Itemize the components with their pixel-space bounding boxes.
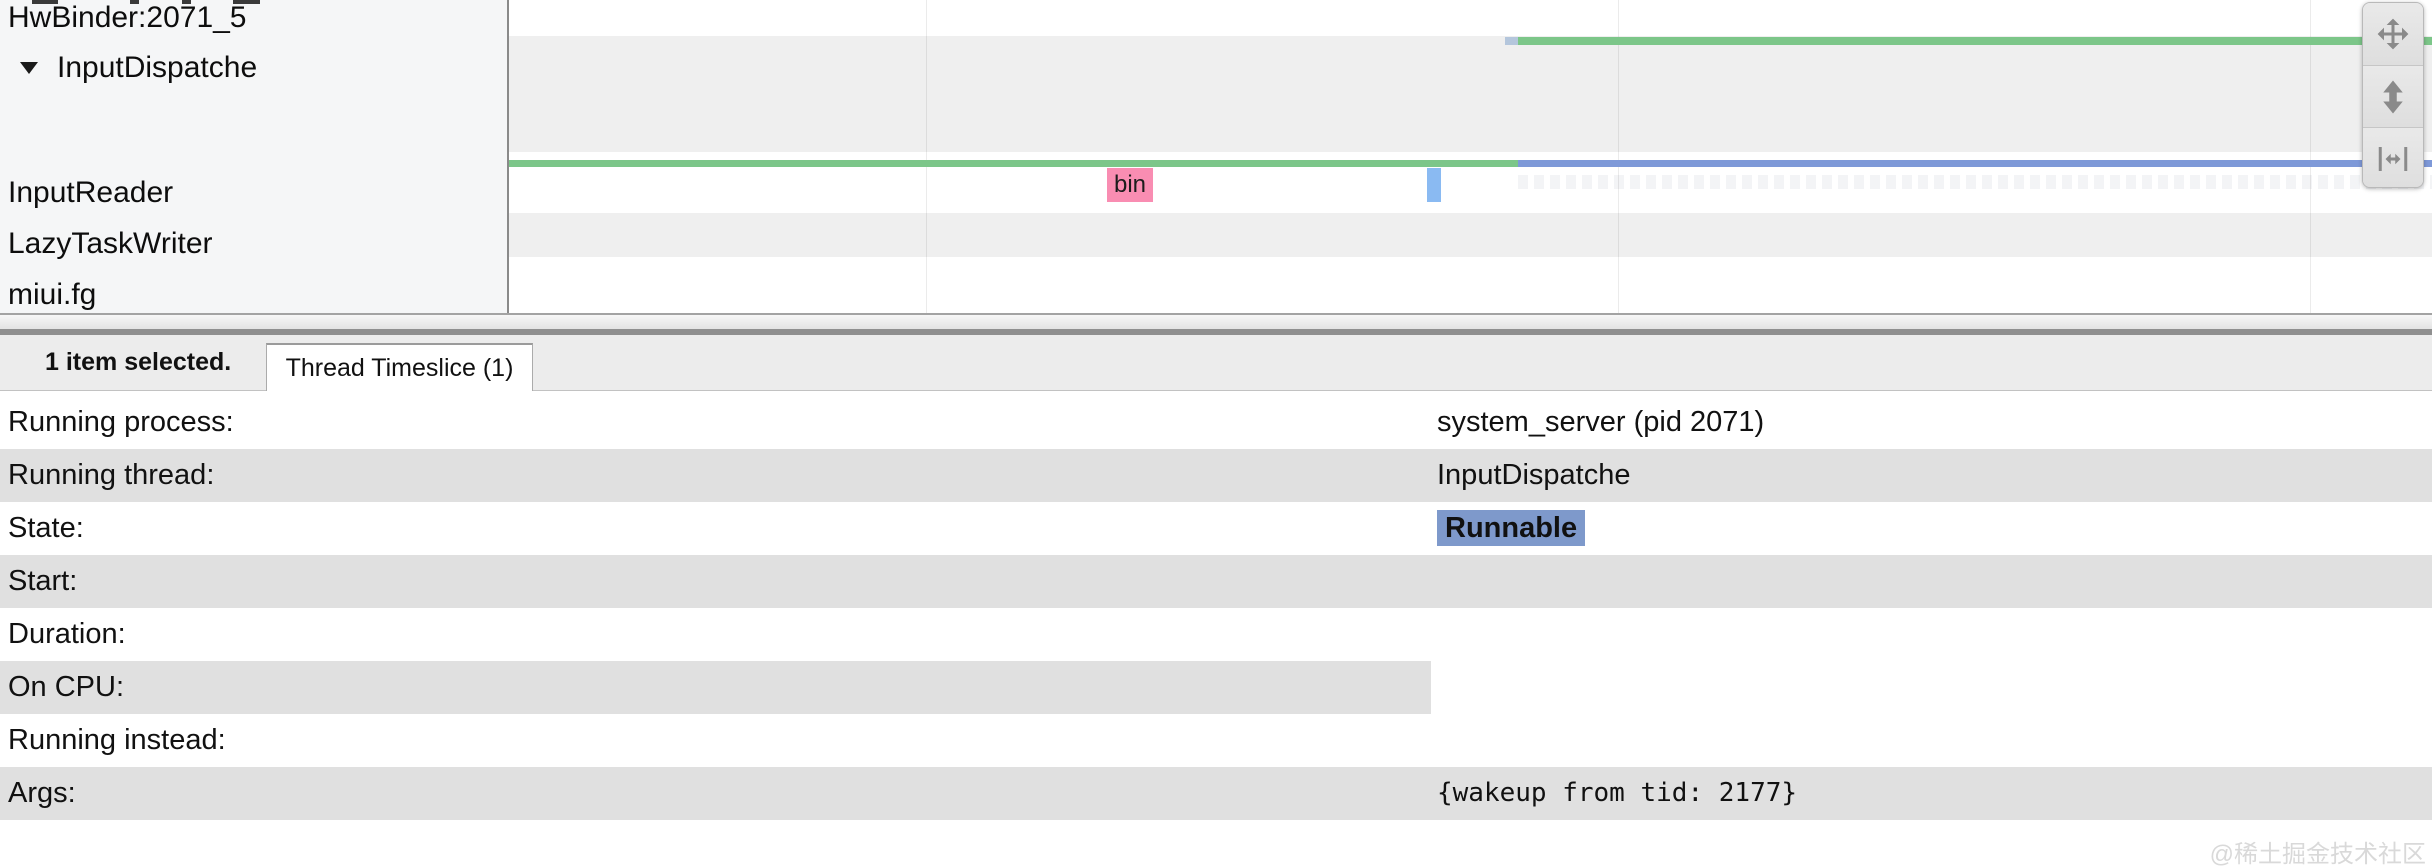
thread-label-inputdispatcher[interactable]: InputDispatche <box>57 51 258 84</box>
on-cpu-row-background <box>0 661 1431 714</box>
timeline-panel: bin HwBinder:2071_5 InputDispatche Input… <box>0 0 2432 313</box>
detail-label: Duration: <box>8 618 126 650</box>
detail-value: Runnable <box>1437 502 1586 555</box>
dispatcher-running-bar[interactable] <box>1518 37 2432 45</box>
clipped-row-fragment <box>182 0 191 4</box>
slice-bin-label: bin <box>1113 171 1147 198</box>
detail-label: Running instead: <box>8 724 226 756</box>
args-value: {wakeup from tid: 2177} <box>1437 778 1798 808</box>
detail-value: InputDispatche <box>1437 459 1631 491</box>
selected-thread-band <box>509 36 2432 152</box>
dispatcher-runnable-cap[interactable] <box>1505 37 1518 45</box>
detail-label: Start: <box>8 565 78 597</box>
detail-label: On CPU: <box>8 671 125 703</box>
pan-icon <box>2377 18 2409 50</box>
sidebar-divider <box>507 0 509 313</box>
detail-label: Running process: <box>8 406 234 438</box>
clipped-row-fragment <box>233 0 260 4</box>
detail-label: Running thread: <box>8 459 215 491</box>
thread-label-lazytaskwriter[interactable]: LazyTaskWriter <box>8 227 213 260</box>
detail-row-running-thread: Running thread: InputDispatche <box>0 449 2432 502</box>
tab-thread-timeslice[interactable]: Thread Timeslice (1) <box>266 343 533 391</box>
detail-row-state: State: Runnable <box>0 502 2432 555</box>
detail-label: Args: <box>8 777 76 809</box>
slice-bin[interactable]: bin <box>1107 168 1153 202</box>
wakeup-marker-bar[interactable] <box>1427 168 1441 202</box>
detail-label: State: <box>8 512 84 544</box>
watermark: @稀土掘金技术社区 <box>2209 841 2426 866</box>
thread-label-hwbinder[interactable]: HwBinder:2071_5 <box>8 1 247 34</box>
detail-row-running-process: Running process: system_server (pid 2071… <box>0 396 2432 449</box>
pan-button[interactable] <box>2363 3 2423 65</box>
thread-label-inputreader[interactable]: InputReader <box>8 176 174 209</box>
time-gridline <box>2310 0 2311 313</box>
timeline-bottom-border <box>0 313 2432 315</box>
detail-row-args: Args: {wakeup from tid: 2177} <box>0 767 2432 820</box>
vertical-zoom-button[interactable] <box>2363 65 2423 127</box>
status-bar-border <box>0 390 2432 391</box>
detail-row-start: Start: <box>0 555 2432 608</box>
clipped-row-fragment <box>130 0 139 4</box>
state-highlight: Runnable <box>1437 510 1586 546</box>
reader-runnable-bar[interactable] <box>1518 160 2432 167</box>
tab-label: Thread Timeslice (1) <box>285 353 514 382</box>
panel-drag-handle[interactable] <box>0 329 2432 335</box>
details-panel: Running process: system_server (pid 2071… <box>0 391 2432 866</box>
selection-status-text: 1 item selected. <box>45 348 232 376</box>
fit-width-icon <box>2378 146 2408 171</box>
triangle-down-icon[interactable] <box>20 62 38 74</box>
detail-row-duration: Duration: <box>0 608 2432 661</box>
timeline-zoom-toolbar <box>2362 2 2424 188</box>
splitter-strip <box>0 315 2432 329</box>
detail-row-running-instead: Running instead: <box>0 714 2432 767</box>
time-gridline <box>926 0 927 313</box>
lazytaskwriter-row-band <box>509 213 2432 257</box>
vertical-zoom-icon <box>2383 80 2403 113</box>
detail-value: system_server (pid 2071) <box>1437 406 1765 438</box>
detail-row-on-cpu: On CPU: <box>0 661 2432 714</box>
faint-slice-strip <box>1518 175 2432 189</box>
clipped-row-fragment <box>32 0 58 4</box>
reader-running-bar[interactable] <box>509 160 1518 167</box>
fit-width-button[interactable] <box>2363 127 2423 187</box>
thread-list-sidebar: HwBinder:2071_5 InputDispatche InputRead… <box>0 0 507 313</box>
thread-label-miuifg[interactable]: miui.fg <box>8 278 97 311</box>
time-gridline <box>1618 0 1619 313</box>
